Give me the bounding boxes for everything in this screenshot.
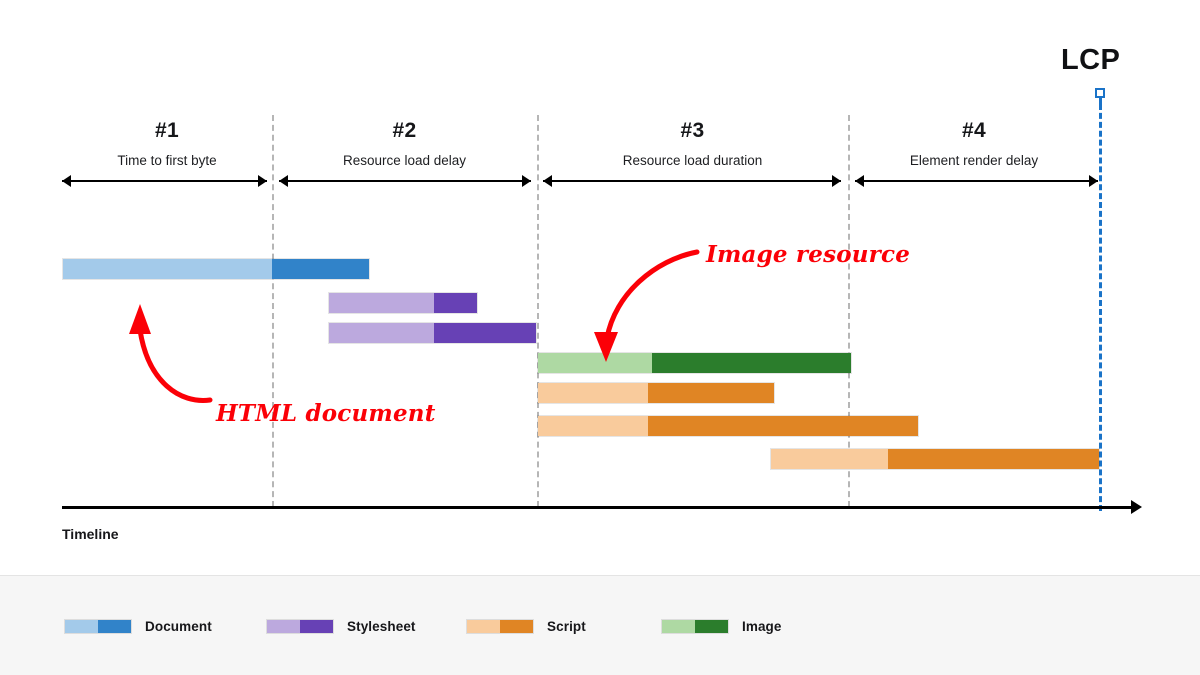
legend-swatch-dark (500, 619, 533, 633)
timeline-axis-arrow-icon (1131, 500, 1142, 514)
arrow-head-right-icon (832, 175, 841, 187)
script-bar-1-delay-segment (538, 383, 649, 403)
script-bar-3[interactable] (770, 448, 1100, 470)
timeline-axis (62, 506, 1132, 509)
legend-swatch-script (466, 618, 534, 634)
stylesheet-bar-2[interactable] (328, 322, 537, 344)
document-bar[interactable] (62, 258, 370, 280)
script-bar-3-load-segment (888, 449, 1099, 469)
script-bar-2[interactable] (537, 415, 919, 437)
script-bar-1[interactable] (537, 382, 775, 404)
legend-swatch-stylesheet (266, 618, 334, 634)
legend-swatch-document (64, 618, 132, 634)
script-bar-3-delay-segment (771, 449, 889, 469)
phase-divider-2 (537, 115, 539, 507)
legend-item-stylesheet[interactable]: Stylesheet (266, 616, 416, 636)
legend-label-stylesheet: Stylesheet (347, 618, 416, 634)
legend-swatch-dark (300, 619, 333, 633)
arrow-shaft (279, 180, 531, 182)
arrow-shaft (543, 180, 841, 182)
image-bar[interactable] (537, 352, 852, 374)
document-bar-delay-segment (63, 259, 272, 279)
phase-4-name: Element render delay (909, 153, 1039, 168)
phase-divider-1 (272, 115, 274, 507)
phase-2-header: #2 Resource load delay (272, 120, 537, 168)
image-resource-annotation: Image resource (706, 241, 911, 268)
phase-1-number: #1 (155, 119, 179, 142)
script-bar-2-load-segment (648, 416, 918, 436)
arrow-shaft (855, 180, 1098, 182)
image-resource-annotation-arrow (594, 249, 700, 362)
legend-item-script[interactable]: Script (466, 616, 586, 636)
phase-2-span-arrow (279, 175, 531, 187)
phase-4-header: #4 Element render delay (848, 120, 1100, 168)
stylesheet-bar-1-load-segment (433, 293, 477, 313)
script-bar-2-delay-segment (538, 416, 649, 436)
arrow-head-right-icon (258, 175, 267, 187)
image-bar-delay-segment (538, 353, 653, 373)
phase-divider-3 (848, 115, 850, 507)
phase-2-number: #2 (392, 119, 417, 142)
script-bar-1-load-segment (648, 383, 774, 403)
timeline-axis-label: Timeline (62, 526, 119, 542)
legend-swatch-light (267, 619, 300, 633)
arrow-head-left-icon (279, 175, 288, 187)
phase-2-name: Resource load delay (342, 153, 467, 168)
lcp-marker-stem (1099, 96, 1102, 110)
stylesheet-bar-2-delay-segment (329, 323, 434, 343)
document-bar-load-segment (271, 259, 369, 279)
phase-3-header: #3 Resource load duration (537, 120, 848, 168)
arrow-head-right-icon (1089, 175, 1098, 187)
legend-item-document[interactable]: Document (64, 616, 212, 636)
phase-3-name: Resource load duration (622, 153, 763, 168)
legend-swatch-dark (695, 619, 728, 633)
legend-label-image: Image (742, 618, 782, 634)
phase-4-number: #4 (962, 119, 986, 142)
html-document-annotation: HTML document (216, 400, 436, 427)
arrow-head-left-icon (62, 175, 71, 187)
phase-1-name: Time to first byte (117, 153, 217, 168)
legend-label-script: Script (547, 618, 586, 634)
arrow-head-left-icon (543, 175, 552, 187)
phase-1-span-arrow (62, 175, 267, 187)
legend (0, 575, 1200, 675)
legend-swatch-light (662, 619, 695, 633)
legend-item-image[interactable]: Image (661, 616, 782, 636)
legend-swatch-light (65, 619, 98, 633)
legend-swatch-image (661, 618, 729, 634)
legend-swatch-light (467, 619, 500, 633)
html-document-annotation-arrow (129, 304, 213, 403)
arrow-shaft (62, 180, 267, 182)
stylesheet-bar-1[interactable] (328, 292, 478, 314)
legend-swatch-dark (98, 619, 131, 633)
arrow-head-left-icon (855, 175, 864, 187)
image-bar-load-segment (652, 353, 851, 373)
lcp-label: LCP (1061, 44, 1121, 76)
legend-label-document: Document (145, 618, 212, 634)
phase-3-span-arrow (543, 175, 841, 187)
phase-1-header: #1 Time to first byte (62, 120, 272, 168)
phase-4-span-arrow (855, 175, 1098, 187)
phase-3-number: #3 (680, 119, 705, 142)
stylesheet-bar-2-load-segment (433, 323, 536, 343)
arrow-head-right-icon (522, 175, 531, 187)
stylesheet-bar-1-delay-segment (329, 293, 434, 313)
lcp-dashed-line (1099, 104, 1102, 511)
